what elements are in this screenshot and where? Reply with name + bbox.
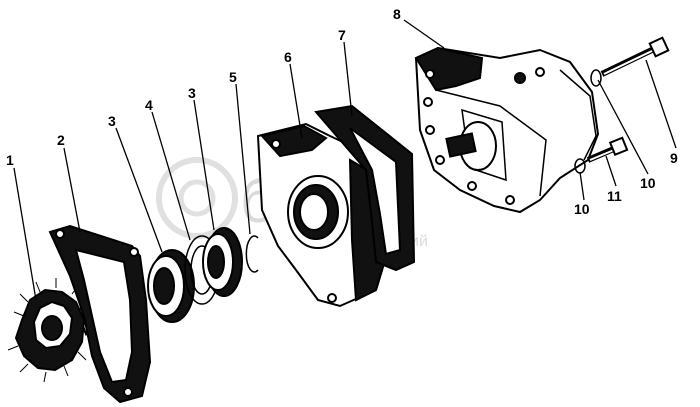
- callout-5: 5: [229, 69, 237, 85]
- callout-9: 9: [670, 150, 678, 166]
- callout-6: 6: [284, 49, 292, 65]
- part-7-gasket: [314, 104, 416, 272]
- part-9-long-bolt: [600, 36, 670, 77]
- callout-7: 7: [338, 27, 346, 43]
- part-3-bearing-right: [202, 227, 243, 297]
- callout-3-left: 3: [108, 113, 116, 129]
- part-3-bearing-left: [147, 249, 195, 323]
- callout-11: 11: [607, 188, 622, 204]
- part-2-gasket: [48, 224, 152, 404]
- callout-1: 1: [6, 152, 14, 168]
- callout-4: 4: [145, 97, 153, 113]
- part-8-pump-body: [414, 46, 600, 214]
- callout-3-right: 3: [188, 85, 196, 101]
- part-5-retaining-ring: [245, 235, 259, 273]
- part-6-housing: [256, 122, 390, 308]
- callout-2: 2: [57, 132, 65, 148]
- callout-8: 8: [393, 6, 401, 22]
- callout-10-upper: 10: [640, 175, 656, 191]
- part-10-washer-upper: [590, 69, 602, 87]
- callout-labels: 1 2 3 4 3 5 6 7 8 9 10 10 11: [6, 6, 678, 217]
- leader-lines: [13, 19, 677, 301]
- part-11-short-bolt: [586, 136, 629, 163]
- callout-10-lower: 10: [574, 201, 590, 217]
